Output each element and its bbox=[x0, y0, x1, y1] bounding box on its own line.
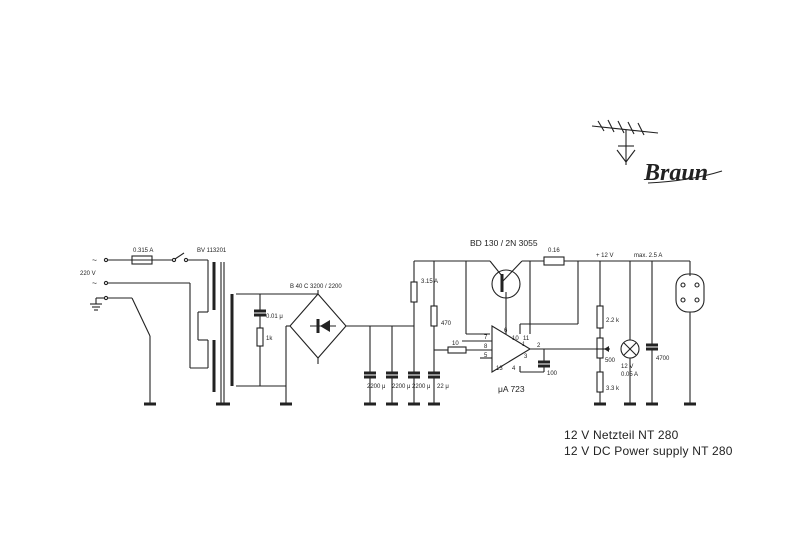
snubber-resistor bbox=[256, 327, 264, 347]
mains-input: ~ ~ 220 V 0.315 A bbox=[80, 248, 208, 406]
shunt-resistor-label: 0.16 bbox=[548, 248, 560, 254]
cap-2-label: 2200 μ bbox=[392, 384, 411, 390]
transistor-label: BD 130 / 2N 3055 bbox=[470, 238, 538, 248]
pin-8: 8 bbox=[484, 344, 488, 350]
cap-3-label: 2200 μ bbox=[412, 384, 431, 390]
fuse-primary-label: 0.315 A bbox=[133, 248, 153, 254]
resistor-10 bbox=[447, 346, 467, 354]
transformer: BV 113201 bbox=[197, 248, 318, 406]
cap-4700-label: 4700 bbox=[656, 356, 670, 362]
pin-11: 11 bbox=[523, 336, 530, 342]
ac-symbol-2: ~ bbox=[92, 278, 97, 288]
filter-capacitors: 2200 μ 2200 μ 2200 μ 22 μ bbox=[364, 326, 449, 406]
regulator-ic: 10 100 7 8 5 6 10 11 1 2 3 4 13 μA 723 bbox=[434, 325, 600, 394]
resistor-470 bbox=[430, 305, 438, 327]
fuse-secondary-label: 3.15 A bbox=[421, 279, 438, 285]
resistor-470-label: 470 bbox=[441, 321, 452, 327]
pin-6: 6 bbox=[504, 328, 508, 334]
cap-1-label: 2200 μ bbox=[367, 384, 386, 390]
cap-22-label: 22 μ bbox=[437, 384, 449, 390]
pass-transistor: BD 130 / 2N 3055 0.16 bbox=[470, 238, 690, 334]
resistor-3-3k bbox=[596, 371, 604, 393]
pin-3: 3 bbox=[524, 354, 528, 360]
output-voltage-label: + 12 V bbox=[596, 253, 614, 259]
fuse-secondary bbox=[410, 281, 418, 303]
resistor-2-2k bbox=[596, 305, 604, 329]
mains-switch bbox=[174, 252, 185, 260]
pin-7: 7 bbox=[484, 335, 488, 341]
max-current-label: max. 2.5 A bbox=[634, 253, 662, 259]
pin-5: 5 bbox=[484, 353, 488, 359]
pin-4: 4 bbox=[512, 366, 516, 372]
pin-13: 13 bbox=[496, 366, 503, 372]
transformer-label: BV 113201 bbox=[197, 248, 227, 254]
braun-logo: Braun bbox=[591, 119, 723, 186]
bridge-rectifier: B 40 C 3200 / 2200 bbox=[280, 284, 414, 406]
rectifier-label: B 40 C 3200 / 2200 bbox=[290, 284, 342, 290]
output-stage: max. 2.5 A 12 V 0.05 A 4700 bbox=[620, 253, 705, 406]
snubber-cap-label: 0.01 μ bbox=[266, 314, 283, 320]
secondary-fuse: 3.15 A 470 bbox=[410, 260, 490, 350]
resistor-10-label: 10 bbox=[452, 341, 459, 347]
mains-voltage-label: 220 V bbox=[80, 271, 96, 277]
snubber-network: 0.01 μ 1k bbox=[254, 294, 283, 386]
resistor-2-2k-label: 2.2 k bbox=[606, 318, 620, 324]
trim-potentiometer bbox=[596, 337, 604, 359]
caption-line-2: 12 V DC Power supply NT 280 bbox=[564, 444, 733, 458]
shunt-resistor bbox=[543, 256, 565, 266]
cap-100-label: 100 bbox=[547, 371, 558, 377]
ac-symbol-1: ~ bbox=[92, 255, 97, 265]
resistor-3-3k-label: 3.3 k bbox=[606, 386, 620, 392]
wiper-arrow-icon bbox=[604, 346, 609, 352]
braun-wordmark: Braun bbox=[643, 160, 708, 186]
switch-contact-1 bbox=[171, 257, 177, 263]
caption-line-1: 12 V Netzteil NT 280 bbox=[564, 428, 679, 442]
pin-1: 1 bbox=[522, 342, 526, 348]
lamp-voltage-label: 12 V bbox=[621, 364, 633, 370]
pin-2: 2 bbox=[537, 343, 541, 349]
ic-label: μA 723 bbox=[498, 384, 525, 394]
switch-contact-2 bbox=[183, 257, 189, 263]
output-connector-icon bbox=[675, 261, 705, 406]
pin-10: 10 bbox=[512, 336, 519, 342]
potentiometer-label: 500 bbox=[605, 358, 616, 364]
snubber-res-label: 1k bbox=[266, 336, 273, 342]
voltage-divider: + 12 V 2.2 k 500 3.3 k bbox=[594, 253, 620, 406]
antenna-icon bbox=[591, 119, 659, 165]
ic-723-icon bbox=[491, 325, 532, 373]
